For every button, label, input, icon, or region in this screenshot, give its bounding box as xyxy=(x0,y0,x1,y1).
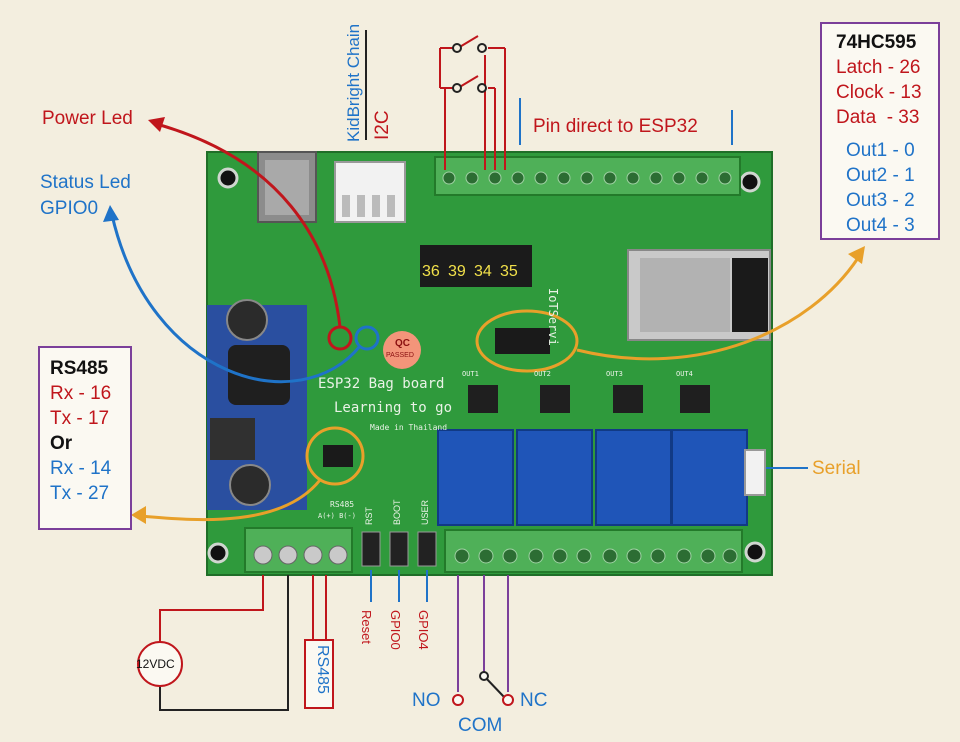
rst-button xyxy=(362,532,380,566)
out-silk: OUT3 xyxy=(606,370,623,378)
pin-label: 34 xyxy=(474,263,492,281)
user-silk: USER xyxy=(420,500,430,525)
box-74hc595-line: Clock - 13 xyxy=(836,80,938,105)
serial-connector xyxy=(745,450,765,495)
mount-hole xyxy=(209,544,227,562)
out-silk: OUT1 xyxy=(462,370,479,378)
rs485-silk: RS485 xyxy=(330,500,354,509)
relay-3 xyxy=(596,430,671,525)
rs485-wire-label: RS485 xyxy=(313,645,331,694)
box-rs485-title: RS485 xyxy=(50,356,130,381)
power-12vdc-label: 12VDC xyxy=(136,657,175,671)
capacitor xyxy=(230,465,270,505)
qc-label: QC xyxy=(395,338,410,349)
box-rs485-line: Rx - 14 xyxy=(50,456,130,481)
i2c-label: I2C xyxy=(372,110,394,140)
pin-direct-label: Pin direct to ESP32 xyxy=(533,116,698,138)
box-rs485-line: Tx - 27 xyxy=(50,481,130,506)
qc-sticker xyxy=(383,331,421,369)
serial-label: Serial xyxy=(812,458,861,480)
mount-hole xyxy=(219,169,237,187)
pin-label: 36 xyxy=(422,263,440,281)
rs485-chip xyxy=(323,445,353,467)
rst-silk: RST xyxy=(364,507,374,525)
mount-hole xyxy=(746,543,764,561)
74hc595-chip xyxy=(495,328,550,354)
box-74hc595-out: Out1 - 0 xyxy=(836,138,938,163)
boot-button xyxy=(390,532,408,566)
pin-label: 35 xyxy=(500,263,518,281)
relay-1 xyxy=(438,430,513,525)
relay-4 xyxy=(672,430,747,525)
user-button xyxy=(418,532,436,566)
mount-hole xyxy=(741,173,759,191)
out-silk: OUT2 xyxy=(534,370,551,378)
com-label: COM xyxy=(458,715,502,737)
box-74hc595: 74HC595 Latch - 26 Clock - 13 Data - 33 … xyxy=(820,22,940,240)
reset-label: Reset xyxy=(359,610,374,644)
nc-label: NC xyxy=(520,690,547,712)
box-rs485-line: Tx - 17 xyxy=(50,406,130,431)
box-rs485-line: Rx - 16 xyxy=(50,381,130,406)
board-made-in: Made in Thailand xyxy=(370,423,447,432)
gpio4-button-label: GPIO4 xyxy=(416,610,431,650)
box-74hc595-title: 74HC595 xyxy=(836,30,938,55)
status-led-label: Status Led xyxy=(40,172,131,194)
out-silk: OUT4 xyxy=(676,370,693,378)
board-tagline: Learning to go xyxy=(334,400,452,416)
kidbright-chain-label: KidBright Chain xyxy=(344,24,364,142)
gpio0-button-label: GPIO0 xyxy=(388,610,403,650)
regulator xyxy=(210,418,255,460)
box-74hc595-out: Out4 - 3 xyxy=(836,213,938,238)
box-74hc595-out: Out2 - 1 xyxy=(836,163,938,188)
relay-2 xyxy=(517,430,592,525)
capacitor xyxy=(227,300,267,340)
box-74hc595-out: Out3 - 2 xyxy=(836,188,938,213)
box-74hc595-line: Data - 33 xyxy=(836,105,938,130)
box-74hc595-line: Latch - 26 xyxy=(836,55,938,80)
power-led-label: Power Led xyxy=(42,108,133,130)
box-rs485: RS485 Rx - 16 Tx - 17 Or Rx - 14 Tx - 27 xyxy=(38,346,132,530)
box-rs485-or: Or xyxy=(50,431,130,456)
no-label: NO xyxy=(412,690,441,712)
pin-label: 39 xyxy=(448,263,466,281)
boot-silk: BOOT xyxy=(392,499,402,525)
ab-silk: A(+) B(-) xyxy=(318,512,356,520)
status-led-gpio-label: GPIO0 xyxy=(40,198,98,220)
iot-silk: IoTServi xyxy=(546,288,560,346)
qc-passed-label: PASSED xyxy=(386,352,414,359)
board-name: ESP32 Bag board xyxy=(318,376,444,392)
